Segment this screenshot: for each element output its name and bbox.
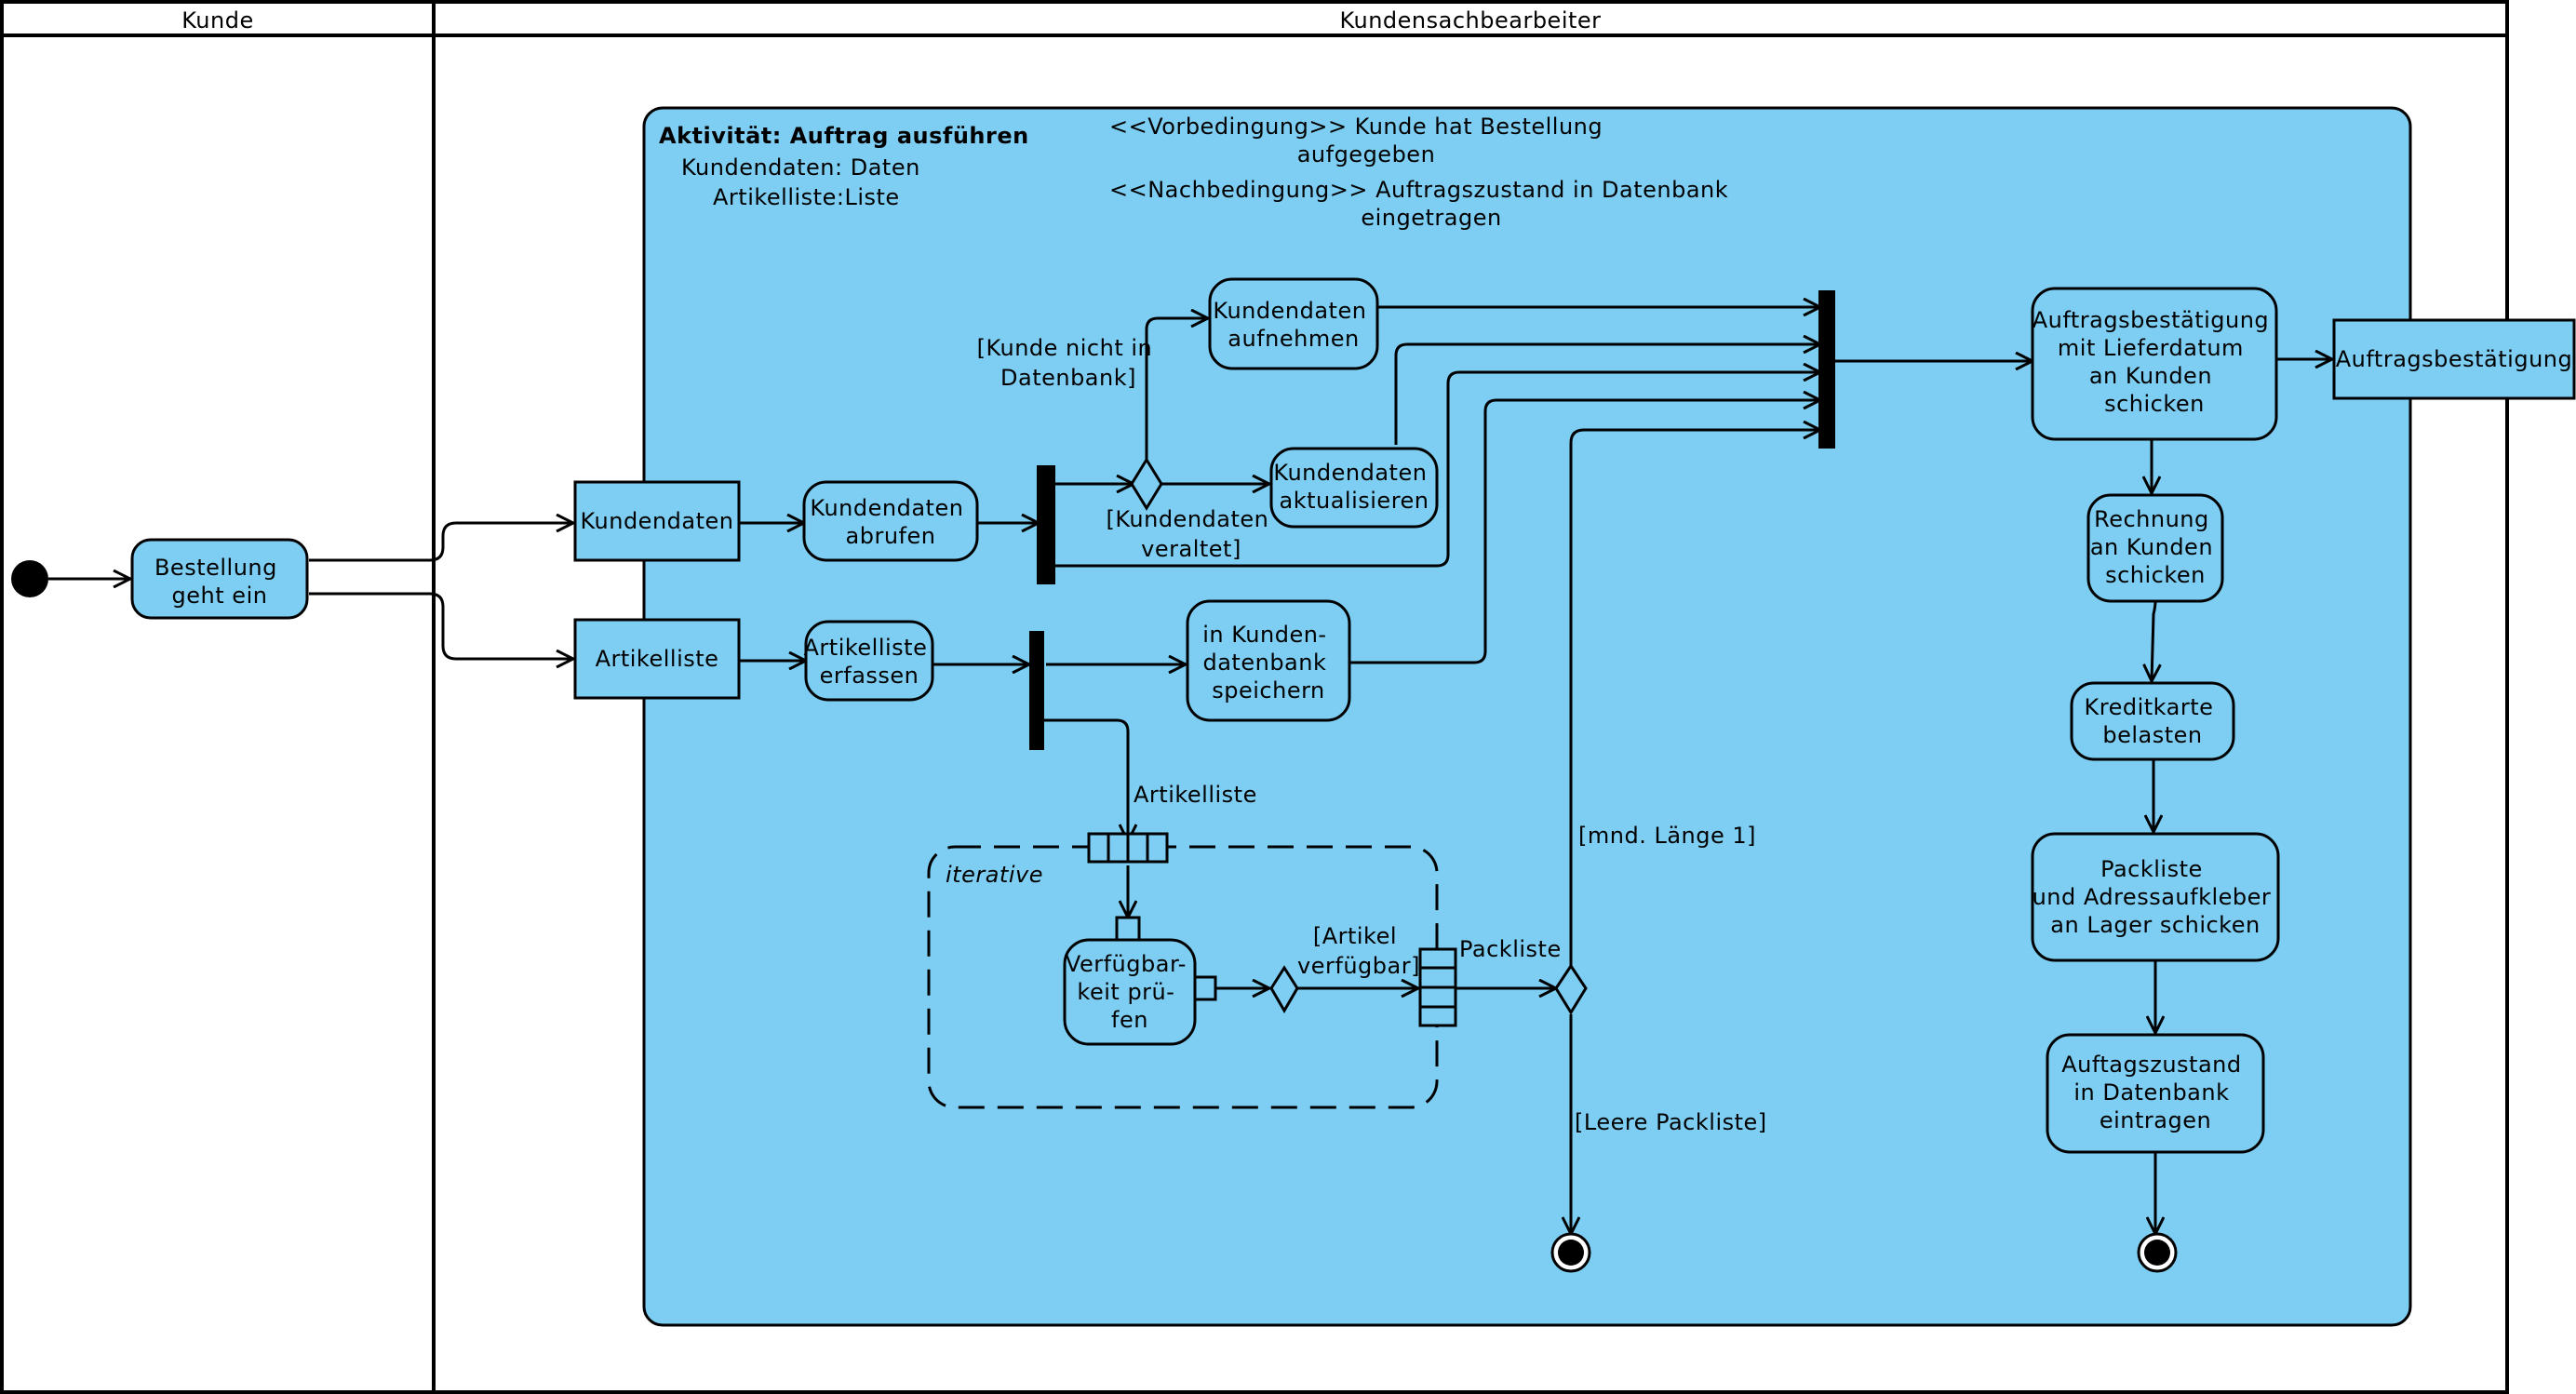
fork-bar-kundendaten: [1037, 465, 1055, 584]
pin-verfuegbarkeit-in: [1115, 916, 1141, 942]
action-verfuegbarkeit-pruefen: [1063, 938, 1197, 1046]
edge-speichern-to-join: [1349, 400, 1820, 664]
label-bestellung: Bestellung geht ein: [154, 555, 285, 609]
label-artikelliste-erfassen: Artikelliste erfassen: [804, 635, 935, 689]
node-labels: Bestellung geht ein Kundendaten Artikell…: [154, 298, 2572, 1133]
join-bar: [1818, 290, 1835, 449]
action-in-kundendatenbank-speichern: [1186, 599, 1351, 722]
action-auftragsbestaetigung-schicken: [2031, 287, 2278, 441]
guard-leere-packliste: [Leere Packliste]: [1575, 1109, 1767, 1135]
label-kreditkarte: Kreditkarte belasten: [2084, 694, 2220, 748]
guard-artikel-verfuegbar: [Artikel verfügbar]: [1297, 923, 1420, 979]
precondition-line-1: <<Vorbedingung>> Kunde hat Bestellung: [1109, 114, 1603, 140]
label-kundendaten-aktualisieren: Kundendaten aktualisieren: [1273, 460, 1434, 514]
label-auftragsbestaetigung-schicken: Auftragsbestätigung mit Lieferdatum an K…: [2033, 307, 2277, 417]
label-kundendaten-abrufen: Kundendaten abrufen: [810, 495, 971, 549]
activity-final-node-right: [2137, 1232, 2178, 1273]
label-rechnung: Rechnung an Kunden schicken: [2090, 506, 2220, 588]
edge-bestellung-to-artikelliste: [309, 592, 573, 659]
label-auftragszustand: Auftagszustand in Datenbank eintragen: [2061, 1052, 2249, 1133]
precondition-line-2: aufgegeben: [1297, 141, 1436, 168]
label-kundendaten-aufnehmen: Kundendaten aufnehmen: [1213, 298, 1374, 352]
edge-fork2-to-pin: [1035, 718, 1128, 841]
action-packliste-an-lager: [2031, 832, 2280, 962]
guard-mind-laenge: [mnd. Länge 1]: [1578, 823, 1756, 849]
fork-bar-artikelliste: [1029, 631, 1044, 750]
label-object-artikelliste: Artikelliste: [596, 646, 719, 672]
merge-packliste: [1554, 963, 1588, 1015]
object-artikelliste: [573, 618, 741, 700]
activity-param-artikelliste: Artikelliste:Liste: [713, 184, 900, 210]
action-kundendaten-aktualisieren: [1269, 447, 1439, 529]
pin-label-packliste: Packliste: [1459, 936, 1562, 962]
activity-title: Aktivität: Auftrag ausführen: [659, 123, 1029, 149]
decision-kundendaten: [1130, 457, 1163, 511]
guard-kundendaten-veraltet: [Kundendaten veraltet]: [1106, 506, 1276, 562]
action-kreditkarte-belasten: [2070, 681, 2235, 761]
expansion-pin-output: [1418, 947, 1457, 1027]
guard-kunde-nicht-in-datenbank: [Kunde nicht in Datenbank]: [977, 335, 1161, 391]
edge-fork1-to-join-bottom: [1053, 372, 1820, 568]
action-kundendaten-abrufen: [802, 480, 979, 562]
object-kundendaten: [573, 480, 741, 562]
postcondition-line-2: eingetragen: [1361, 205, 1501, 231]
pin-label-artikelliste: Artikelliste: [1134, 782, 1257, 808]
label-object-kundendaten: Kundendaten: [580, 508, 733, 534]
lane-label-kunde: Kunde: [181, 7, 253, 34]
edge-bestellung-to-kundendaten: [309, 523, 573, 562]
label-object-auftragsbestaetigung: Auftragsbestätigung: [2336, 346, 2572, 372]
expansion-region-keyword: iterative: [946, 862, 1043, 888]
expansion-pin-input: [1087, 832, 1169, 864]
label-verfuegbarkeit-pruefen: Verfügbar- keit prü- fen: [1066, 951, 1194, 1033]
action-auftragszustand-eintragen: [2046, 1033, 2265, 1154]
swimlane-kunde: Kunde: [0, 0, 436, 1394]
action-bestellung-geht-ein: [130, 538, 309, 620]
edge-merge-to-join: [1569, 430, 1820, 968]
label-kundendatenbank-speichern: in Kunden- datenbank speichern: [1202, 622, 1334, 704]
edge-decision-to-aufnehmen: [1145, 318, 1208, 465]
lane-label-kundensachbearbeiter: Kundensachbearbeiter: [1339, 7, 1601, 34]
action-rechnung-schicken: [2086, 493, 2224, 603]
action-artikelliste-erfassen: [804, 620, 934, 702]
activity-final-node-left: [1550, 1232, 1591, 1273]
pin-verfuegbarkeit-out: [1193, 975, 1217, 1001]
initial-node: [11, 560, 48, 597]
edge-aktualisieren-to-join: [1394, 344, 1820, 445]
object-auftragsbestaetigung: [2332, 318, 2576, 400]
postcondition-line-1: <<Nachbedingung>> Auftragszustand in Dat…: [1109, 177, 1728, 203]
guard-labels: [Kunde nicht in Datenbank] [Kundendaten …: [977, 335, 1767, 1135]
decision-artikel-verfuegbar: [1269, 965, 1299, 1013]
action-kundendaten-aufnehmen: [1208, 277, 1379, 370]
edges: [48, 307, 2332, 1234]
label-packliste-lager: Packliste und Adressaufkleber an Lager s…: [2033, 856, 2279, 938]
activity-param-kundendaten: Kundendaten: Daten: [681, 154, 920, 181]
